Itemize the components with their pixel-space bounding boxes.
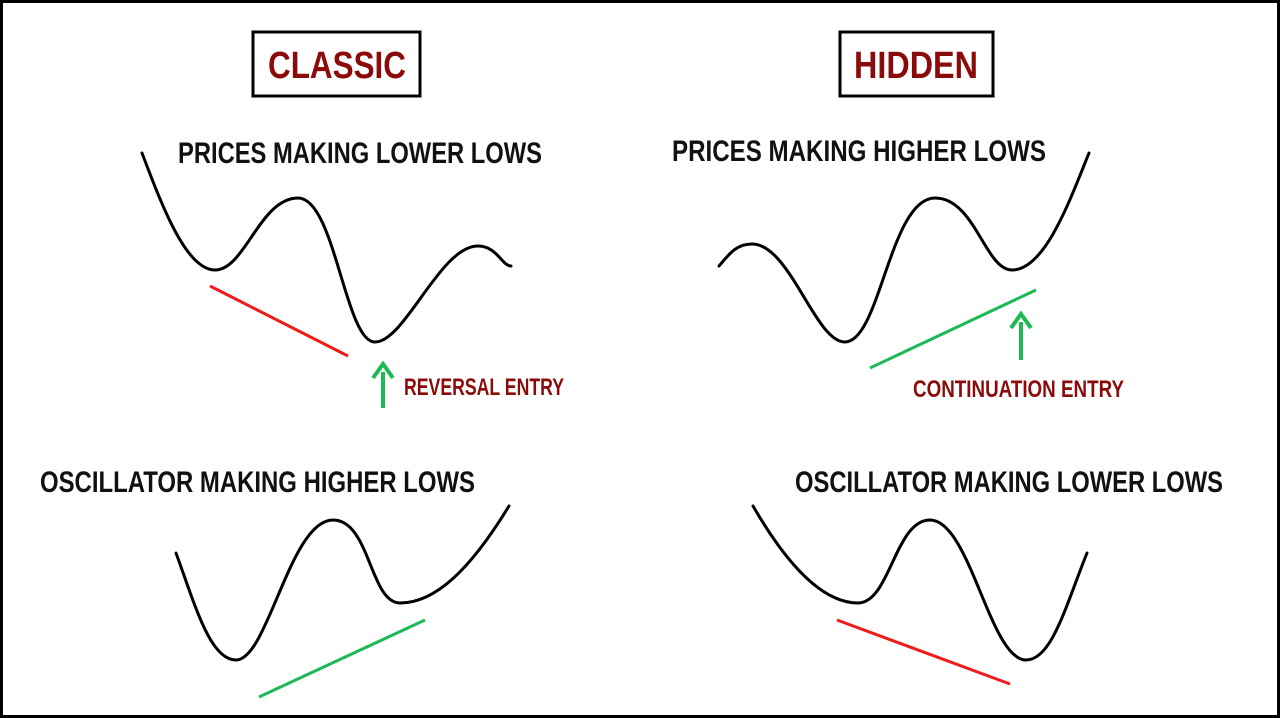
- continuation-entry-label: CONTINUATION ENTRY: [913, 376, 1124, 403]
- classic-price-caption: PRICES MAKING LOWER LOWS: [178, 137, 542, 170]
- classic-title-box: CLASSIC: [251, 30, 422, 98]
- hidden-price-caption: PRICES MAKING HIGHER LOWS: [672, 135, 1046, 168]
- hidden-title-border: [838, 30, 995, 98]
- hidden-oscillator-caption: OSCILLATOR MAKING LOWER LOWS: [795, 466, 1223, 499]
- reversal-entry-arrow-icon: [371, 360, 395, 408]
- continuation-entry-arrow-icon: [1009, 310, 1033, 360]
- hidden-oscillator-trendline: [836, 618, 1011, 686]
- classic-title: CLASSIC: [268, 45, 406, 87]
- reversal-entry-label: REVERSAL ENTRY: [404, 374, 564, 401]
- classic-oscillator-trendline: [258, 618, 426, 699]
- hidden-price-trendline: [869, 288, 1037, 370]
- classic-price-curve: [140, 151, 513, 344]
- hidden-title: HIDDEN: [854, 45, 978, 87]
- hidden-price-curve: [717, 151, 1091, 344]
- classic-oscillator-caption: OSCILLATOR MAKING HIGHER LOWS: [40, 466, 475, 499]
- hidden-oscillator-curve: [751, 504, 1089, 662]
- hidden-title-box: HIDDEN: [838, 30, 995, 98]
- classic-title-border: [251, 30, 422, 98]
- classic-oscillator-curve: [174, 504, 511, 662]
- classic-price-trendline: [209, 284, 349, 358]
